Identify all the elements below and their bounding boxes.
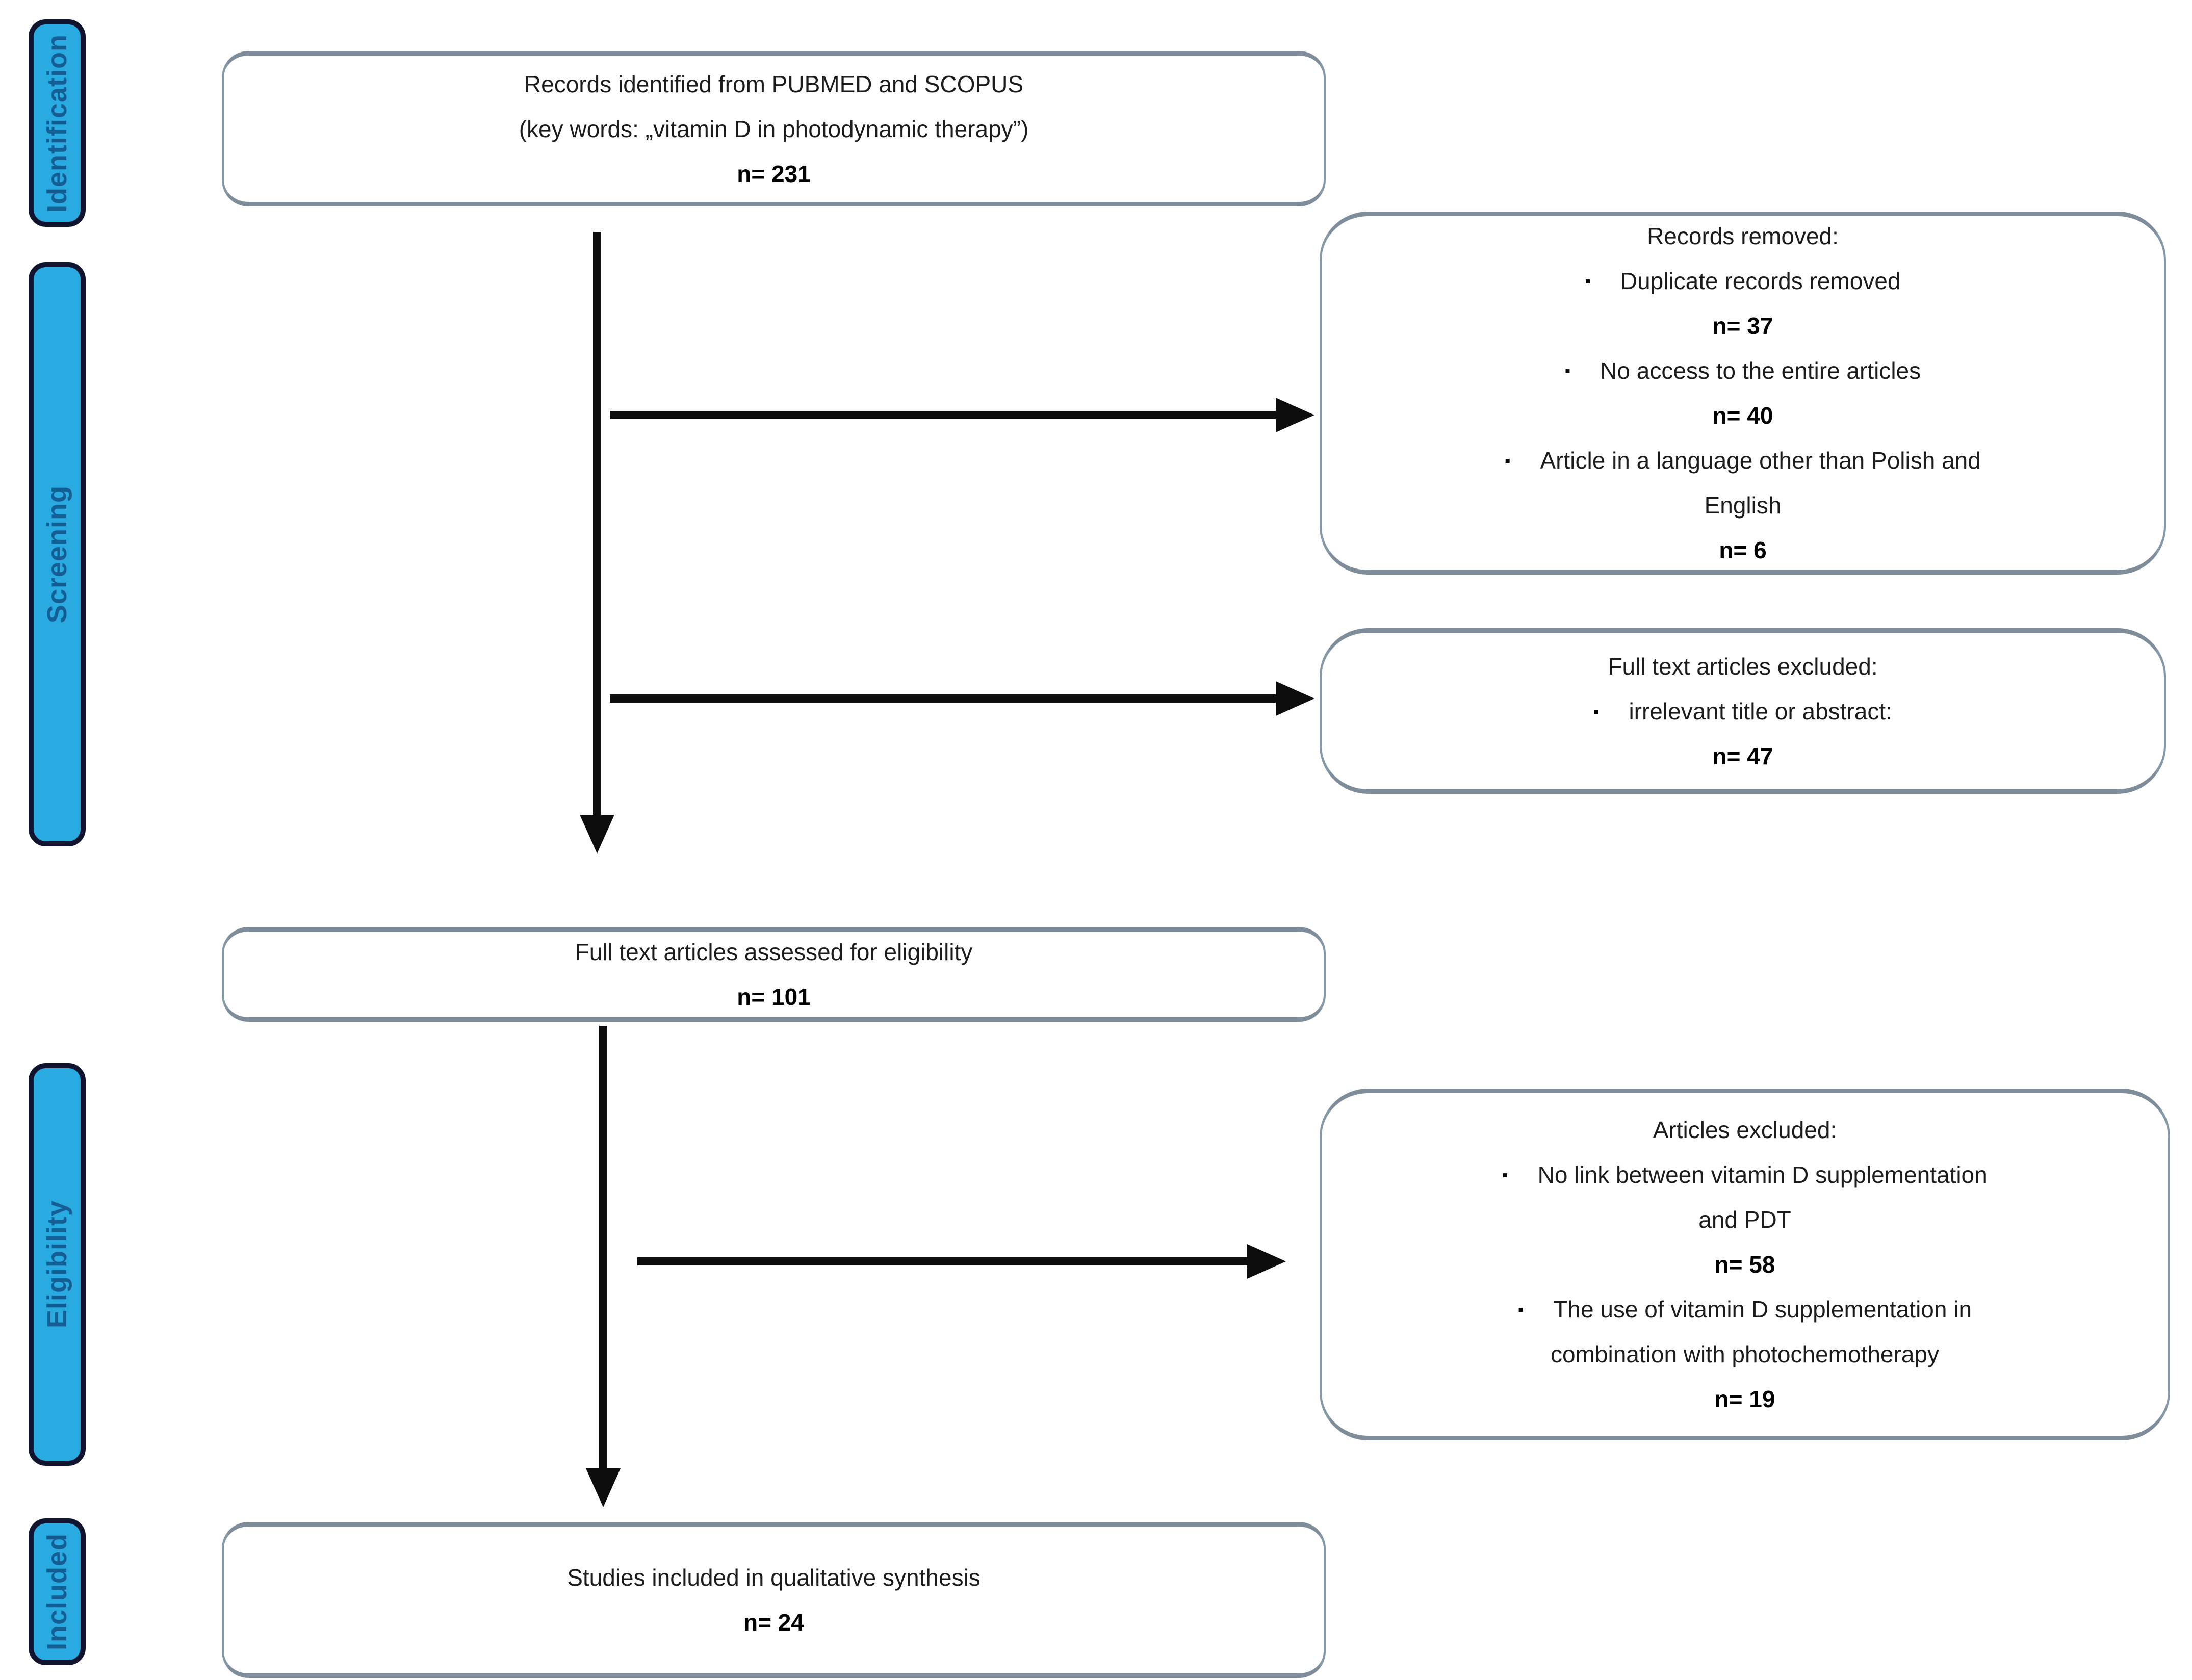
bullet-icon: ▪ [1593,702,1600,720]
stage-bar-included: Included [29,1518,86,1665]
count-line: n= 6 [1719,537,1767,563]
count-line: n= 231 [737,160,811,187]
box-line: Records removed: [1647,223,1839,249]
box-line: and PDT [1698,1206,1791,1233]
count-line: n= 40 [1712,402,1773,429]
count-line: n= 37 [1712,313,1773,339]
box-line-text: No access to the entire articles [1600,357,1921,384]
arrowhead-right-icon [1247,1244,1286,1279]
box-line: Full text articles assessed for eligibil… [575,939,973,965]
box-line: ▪ The use of vitamin D supplementation i… [1518,1287,1972,1332]
bullet-icon: ▪ [1502,1166,1508,1184]
stage-bar-eligibility: Eligibility [29,1063,86,1466]
arrowhead-right-icon [1276,398,1314,432]
stage-label-eligibility: Eligibility [42,1200,72,1329]
box-line: English [1704,492,1782,519]
box-assessed-eligibility: Full text articles assessed for eligibil… [222,927,1326,1022]
bullet-icon: ▪ [1505,451,1511,470]
box-line-text: The use of vitamin D supplementation in [1553,1296,1972,1323]
count-line: n= 58 [1714,1251,1775,1278]
box-line: combination with photochemotherapy [1550,1341,1939,1367]
count-line: n= 47 [1712,742,1773,769]
box-fulltext-excluded: Full text articles excluded: ▪ irrelevan… [1320,628,2166,794]
bullet-icon: ▪ [1517,1300,1524,1319]
box-articles-excluded: Articles excluded: ▪ No link between vit… [1320,1089,2170,1440]
stage-bar-identification: Identification [29,19,86,227]
box-line-text: irrelevant title or abstract: [1629,697,1892,725]
arrowhead-down-icon [580,815,614,854]
box-line: ▪ No link between vitamin D supplementat… [1502,1152,1987,1197]
stage-bar-screening: Screening [29,262,86,846]
box-line: Studies included in qualitative synthesi… [567,1564,981,1591]
arrowhead-right-icon [1276,681,1314,716]
box-studies-included: Studies included in qualitative synthesi… [222,1522,1326,1678]
arrow-down-assessed-to-included [599,1026,607,1469]
count-line: n= 19 [1714,1386,1775,1412]
count-line: n= 101 [737,984,811,1010]
bullet-icon: ▪ [1585,272,1591,290]
box-line-text: Article in a language other than Polish … [1540,447,1981,474]
stage-label-identification: Identification [42,34,72,213]
count-line: n= 24 [743,1609,804,1636]
arrowhead-down-icon [586,1468,621,1507]
box-line: ▪ No access to the entire articles [1565,348,1921,393]
arrow-right-to-fulltext-excluded [610,694,1278,703]
box-line-text: No link between vitamin D supplementatio… [1537,1161,1988,1188]
box-line: ▪ Article in a language other than Polis… [1505,438,1981,483]
box-line: Records identified from PUBMED and SCOPU… [524,70,1024,97]
arrow-right-to-articles-excluded [637,1257,1249,1265]
arrow-down-identified-to-assessed [593,232,601,816]
box-line: Full text articles excluded: [1608,653,1878,680]
box-line: Articles excluded: [1653,1117,1837,1143]
bullet-icon: ▪ [1564,361,1571,380]
box-line: ▪ irrelevant title or abstract: [1593,689,1892,734]
arrow-right-to-records-removed [610,411,1278,419]
box-line: ▪ Duplicate records removed [1585,259,1900,303]
box-line: (key words: „vitamin D in photodynamic t… [519,115,1029,142]
box-records-identified: Records identified from PUBMED and SCOPU… [222,51,1326,206]
stage-label-included: Included [42,1533,72,1650]
stage-label-screening: Screening [42,485,72,624]
box-line-text: Duplicate records removed [1620,268,1901,294]
box-records-removed: Records removed: ▪ Duplicate records rem… [1320,212,2166,575]
